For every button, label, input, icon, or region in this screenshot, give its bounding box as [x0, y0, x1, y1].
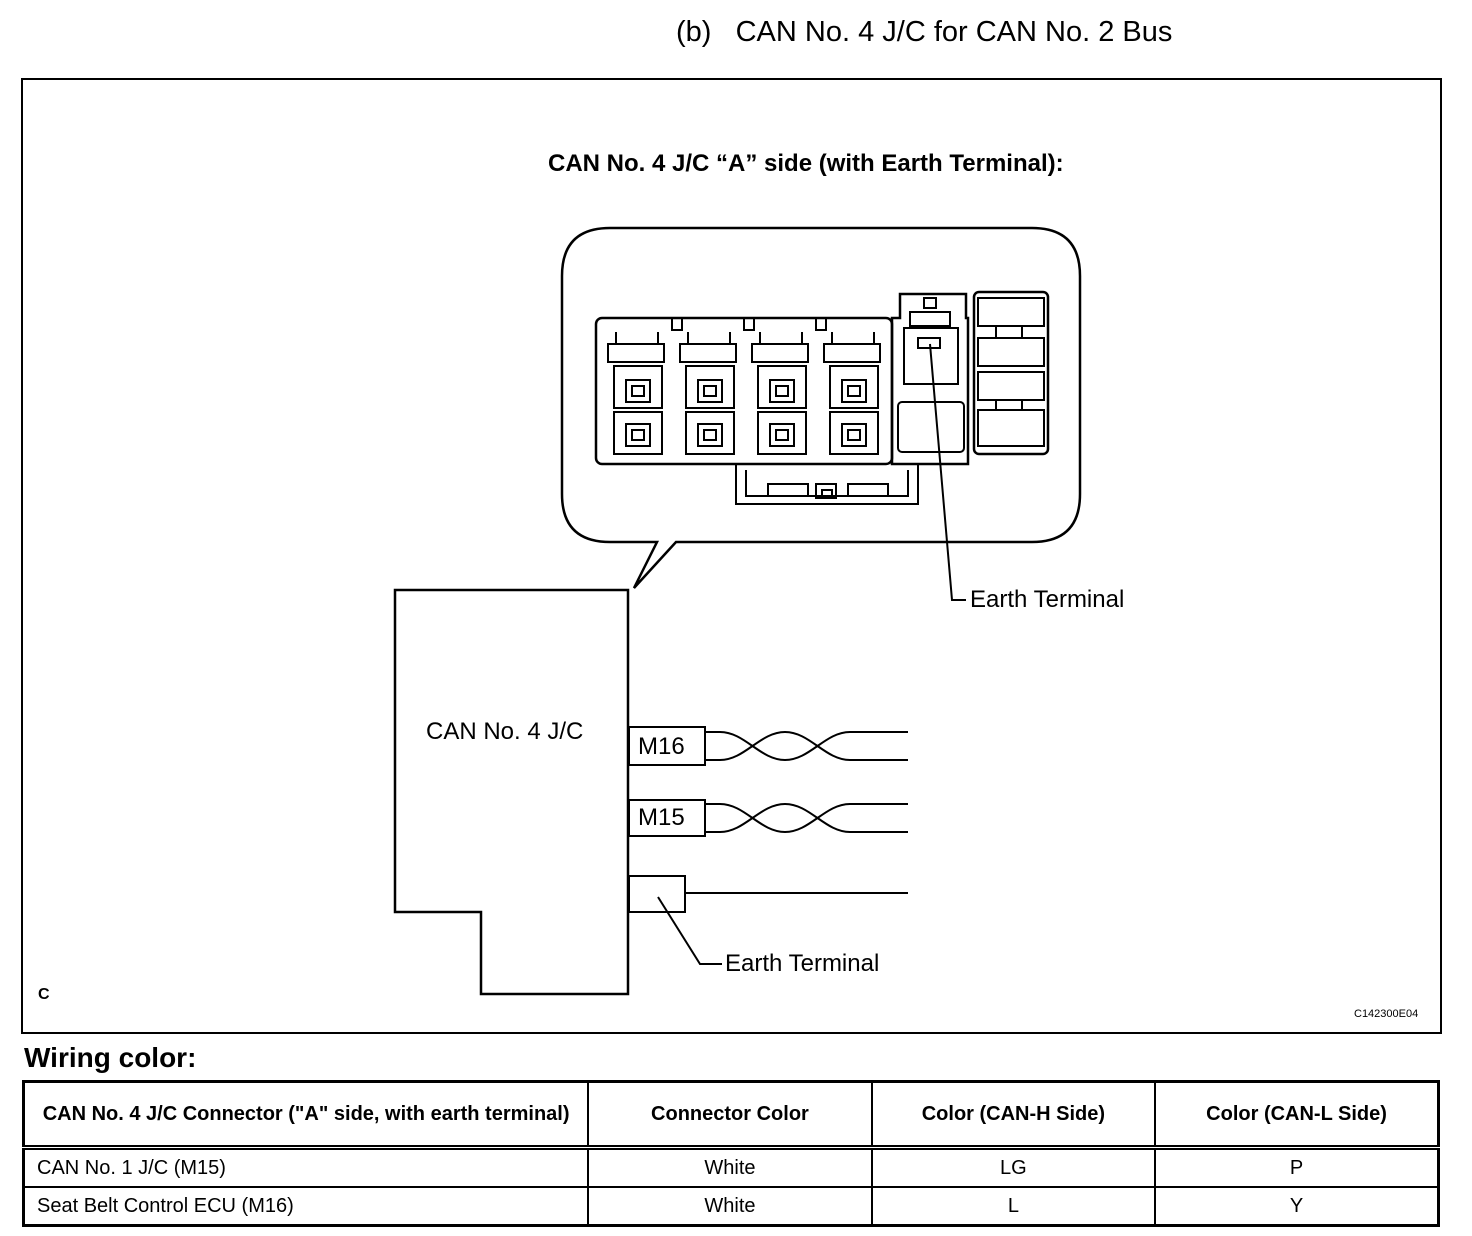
diagram-frame: [21, 78, 1442, 1034]
table-row: Seat Belt Control ECU (M16) White L Y: [22, 1186, 1440, 1227]
corner-letter: C: [38, 986, 50, 1003]
jc-label: CAN No. 4 J/C: [426, 718, 584, 745]
table-row: CAN No. 1 J/C (M15) White LG P: [22, 1146, 1440, 1188]
table-cell: L: [870, 1186, 1157, 1227]
document-title: (b) CAN No. 4 J/C for CAN No. 2 Bus: [676, 16, 1173, 48]
table-cell: LG: [870, 1146, 1157, 1188]
table-cell: CAN No. 1 J/C (M15): [22, 1146, 590, 1188]
table-header-row: CAN No. 4 J/C Connector ("A" side, with …: [22, 1080, 1440, 1149]
twisted-pair-m16: [705, 730, 908, 762]
earth-terminal-housing: [890, 292, 970, 466]
connector-diagram: [393, 226, 1082, 996]
wiring-color-title: Wiring color:: [24, 1042, 197, 1073]
m15-connector-box: [628, 799, 706, 837]
column-header: CAN No. 4 J/C Connector ("A" side, with …: [22, 1080, 590, 1149]
connector-label-m15: M15: [638, 804, 685, 831]
earth-terminal-label-bottom: Earth Terminal: [725, 950, 880, 977]
twisted-pair-m15: [705, 802, 908, 834]
connector-label-m16: M16: [638, 733, 685, 760]
jc-block: [393, 588, 630, 996]
earth-terminal-box: [628, 875, 686, 913]
wiring-color-table: CAN No. 4 J/C Connector ("A" side, with …: [22, 1080, 1440, 1227]
table-cell: White: [587, 1186, 873, 1227]
table-cell: P: [1154, 1146, 1440, 1188]
column-header: Color (CAN-L Side): [1154, 1080, 1440, 1149]
column-header: Connector Color: [587, 1080, 873, 1149]
table-cell: White: [587, 1146, 873, 1188]
terminal-cavities: [607, 332, 881, 455]
figure-code: C142300E04: [1354, 1008, 1419, 1020]
earth-terminal-label-top: Earth Terminal: [970, 586, 1125, 613]
earth-terminal-leader-top: [929, 343, 966, 601]
callout-bubble: [560, 226, 1082, 589]
connector-view-title: CAN No. 4 J/C “A” side (with Earth Termi…: [548, 150, 1064, 177]
table-cell: Y: [1154, 1186, 1440, 1227]
connector-face: [594, 290, 1050, 505]
earth-terminal-leader-bottom: [657, 896, 722, 965]
column-header: Color (CAN-H Side): [870, 1080, 1157, 1149]
m16-connector-box: [628, 726, 706, 766]
table-cell: Seat Belt Control ECU (M16): [22, 1186, 590, 1227]
side-connector: [972, 290, 1050, 456]
